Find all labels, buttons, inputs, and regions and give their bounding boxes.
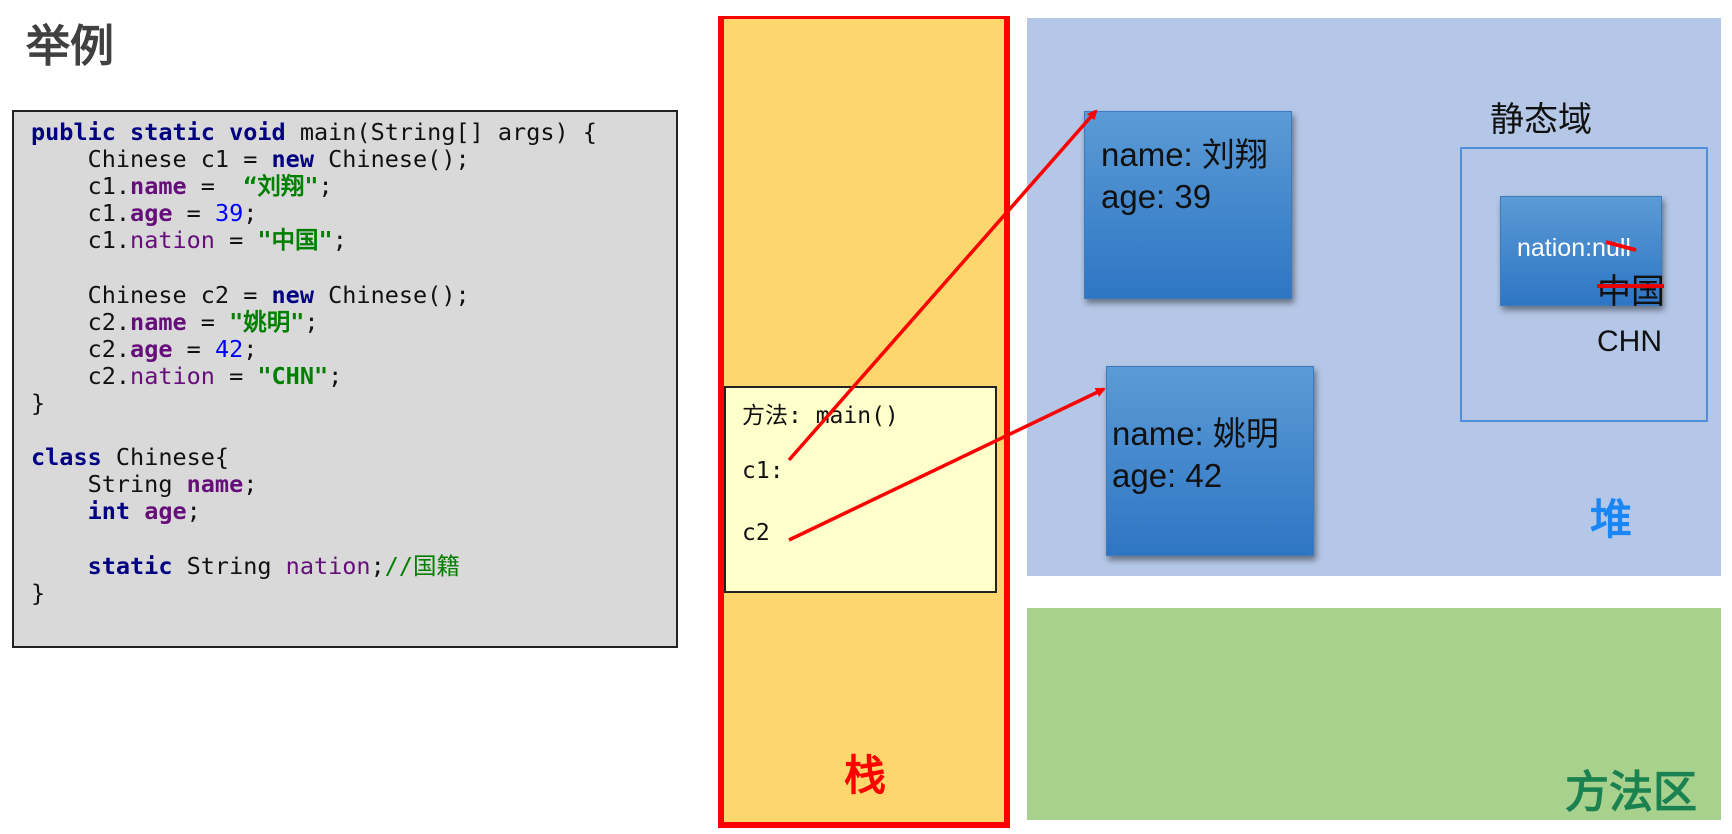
c2-decl-suffix: Chinese(); bbox=[313, 280, 470, 309]
field-age: age bbox=[130, 199, 173, 228]
c1-decl-suffix: Chinese(); bbox=[313, 145, 470, 174]
semicolon: ; bbox=[370, 551, 385, 580]
assign-op: = bbox=[172, 199, 215, 228]
semicolon: ; bbox=[243, 470, 258, 499]
kw-void: void bbox=[229, 118, 286, 146]
field-name: name bbox=[186, 470, 244, 499]
stack-label: 栈 bbox=[843, 751, 886, 800]
assign-op: = bbox=[172, 334, 215, 363]
c1-reference-arrow bbox=[787, 109, 1098, 462]
c1-ref: c1. bbox=[31, 226, 131, 255]
comment-nationality: //国籍 bbox=[384, 551, 461, 580]
static-area bbox=[1460, 147, 1708, 422]
main-stack-frame: 方法: main() c1: c2 bbox=[724, 386, 997, 593]
heap-object-c2: name: 姚明 age: 42 bbox=[1106, 366, 1314, 556]
main-signature: main(String[] args) { bbox=[285, 118, 597, 146]
c1-ref: c1. bbox=[31, 172, 131, 201]
kw-int: int bbox=[87, 497, 131, 526]
field-nation: nation bbox=[285, 551, 371, 580]
kw-public: public bbox=[31, 118, 116, 146]
field-nation: nation bbox=[130, 226, 215, 255]
c2-decl-prefix: Chinese c2 = bbox=[31, 280, 272, 309]
frame-title: 方法: main() bbox=[742, 403, 899, 429]
kw-new: new bbox=[271, 145, 314, 174]
semicolon: ; bbox=[186, 497, 201, 526]
number-39: 39 bbox=[214, 199, 244, 228]
close-brace: } bbox=[31, 388, 46, 417]
semicolon: ; bbox=[304, 307, 319, 336]
kw-static: static bbox=[130, 118, 215, 146]
kw-class: class bbox=[31, 443, 102, 472]
field-age: age bbox=[144, 497, 187, 526]
assign-op: = bbox=[214, 361, 258, 390]
semicolon: ; bbox=[243, 199, 258, 228]
slide-title: 举例 bbox=[26, 21, 114, 72]
semicolon: ; bbox=[328, 361, 343, 390]
field-name: name bbox=[130, 172, 187, 201]
close-brace: } bbox=[31, 578, 46, 607]
heap-label: 堆 bbox=[1590, 495, 1633, 544]
c2-age-value: age: 42 bbox=[1112, 457, 1223, 494]
kw-new: new bbox=[271, 280, 314, 309]
number-42: 42 bbox=[214, 334, 244, 363]
c2-reference-arrow bbox=[788, 387, 1106, 542]
semicolon: ; bbox=[318, 172, 333, 201]
field-age: age bbox=[130, 334, 173, 363]
c2-ref: c2. bbox=[31, 361, 131, 390]
heap-object-c1: name: 刘翔 age: 39 bbox=[1084, 111, 1292, 299]
field-nation: nation bbox=[130, 361, 215, 390]
string-yaoming: "姚明" bbox=[229, 307, 305, 336]
c1-decl-prefix: Chinese c1 = bbox=[31, 145, 272, 174]
c1-ref: c1. bbox=[31, 199, 131, 228]
class-decl: Chinese{ bbox=[101, 443, 230, 472]
semicolon: ; bbox=[243, 334, 258, 363]
code-text: public static void main(String[] args) {… bbox=[31, 118, 597, 607]
semicolon: ; bbox=[332, 226, 347, 255]
string-chn: "CHN" bbox=[257, 361, 329, 390]
string-liuxiang: “刘翔" bbox=[243, 172, 319, 201]
static-area-title: 静态域 bbox=[1490, 100, 1592, 140]
string-zhongguo: "中国" bbox=[257, 226, 333, 255]
frame-var-c1: c1: bbox=[742, 458, 784, 484]
c1-name-value: name: 刘翔 bbox=[1101, 136, 1268, 173]
code-block: public static void main(String[] args) {… bbox=[12, 110, 678, 648]
assign-op: = bbox=[186, 172, 244, 201]
assign-op: = bbox=[214, 226, 258, 255]
c2-ref: c2. bbox=[31, 334, 131, 363]
nation-old-value: 中国 bbox=[1597, 272, 1665, 312]
c2-name-value: name: 姚明 bbox=[1112, 415, 1279, 452]
method-area-region bbox=[1027, 608, 1721, 820]
static-nation-text: nation:null bbox=[1517, 234, 1631, 262]
field-name: name bbox=[130, 307, 187, 336]
nation-new-value: CHN bbox=[1597, 325, 1662, 358]
assign-op: = bbox=[186, 307, 230, 336]
c1-age-value: age: 39 bbox=[1101, 178, 1212, 215]
static-type: String bbox=[172, 551, 286, 580]
frame-var-c2: c2 bbox=[742, 520, 770, 546]
method-area-label: 方法区 bbox=[1565, 767, 1697, 818]
null-strike-line bbox=[1605, 240, 1637, 252]
c2-ref: c2. bbox=[31, 307, 131, 336]
kw-static: static bbox=[87, 551, 173, 580]
string-type: String bbox=[31, 470, 187, 499]
